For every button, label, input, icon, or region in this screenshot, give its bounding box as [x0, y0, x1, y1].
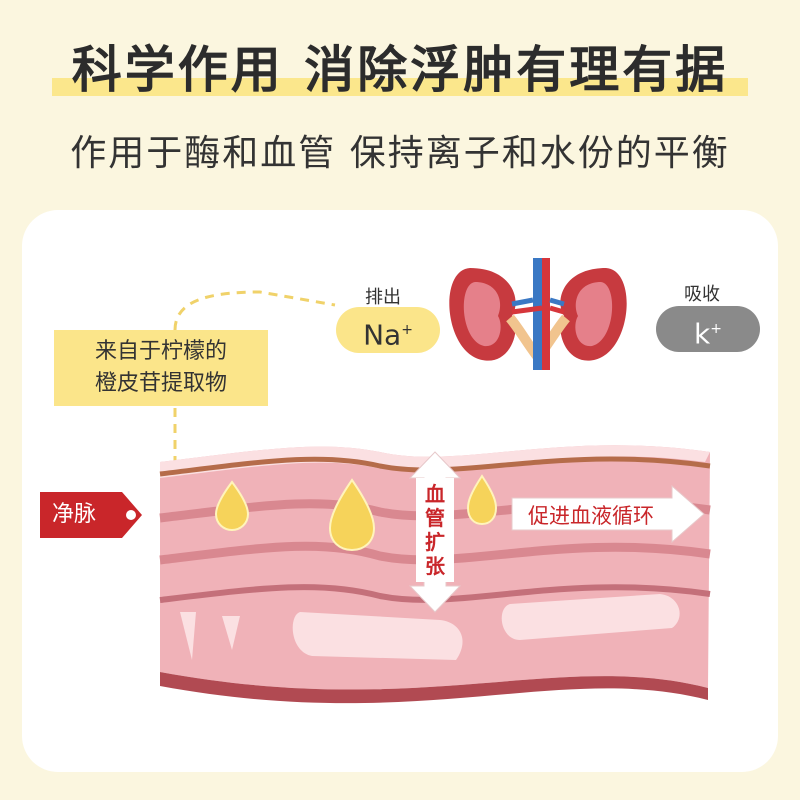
sodium-ion-badge: Na+: [336, 307, 440, 353]
headline-highlight: [52, 78, 748, 96]
circulation-label: 促进血液循环: [528, 504, 654, 528]
sodium-charge: +: [401, 322, 413, 338]
droplet-icon: [214, 480, 250, 532]
absorb-label: 吸收: [684, 284, 720, 305]
potassium-symbol: k: [694, 317, 711, 351]
page-title: 科学作用 消除浮肿有理有据: [71, 41, 729, 99]
page-subtitle: 作用于酶和血管 保持离子和水份的平衡: [70, 133, 730, 174]
vein-tag: 净脉: [40, 492, 122, 538]
droplet-icon: [466, 474, 498, 526]
source-label-box: 来自于柠檬的 橙皮苷提取物: [54, 330, 268, 406]
source-label-line1: 来自于柠檬的: [94, 339, 227, 364]
sodium-symbol: Na: [363, 318, 402, 352]
vein-tag-dot: [126, 510, 136, 520]
droplet-icon: [328, 478, 376, 552]
potassium-ion-badge: k+: [656, 306, 760, 352]
potassium-charge: +: [710, 321, 722, 337]
circulation-arrow-icon: [511, 484, 705, 544]
dilation-label: 血管扩张: [416, 478, 454, 582]
source-label-line2: 橙皮苷提取物: [94, 371, 227, 396]
kidneys-icon: [449, 258, 627, 370]
dashed-connector: [173, 290, 336, 331]
excrete-label: 排出: [365, 287, 401, 308]
